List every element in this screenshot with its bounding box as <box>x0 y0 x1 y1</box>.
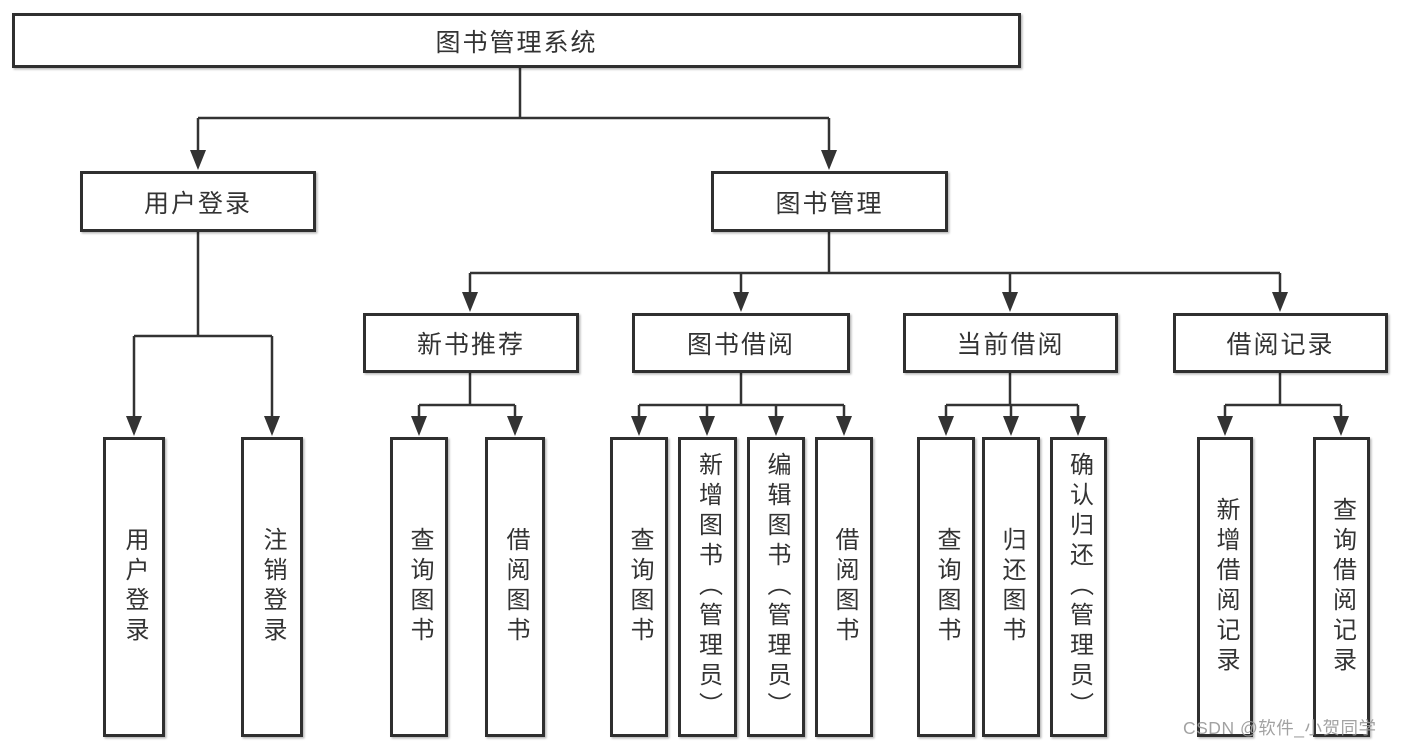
node-label: 图书管理 <box>775 189 884 218</box>
node-label: 图书借阅 <box>686 331 795 359</box>
leaf-label: 查询图书 <box>933 527 960 647</box>
node-label: 借阅记录 <box>1226 331 1335 359</box>
node-label: 新书推荐 <box>416 331 525 359</box>
node-user-login: 用户登录 <box>80 171 316 232</box>
leaf-label: 确认归还（管理员） <box>1065 452 1093 722</box>
leaf-query-books-recommend: 查询图书 <box>390 437 448 737</box>
leaf-label: 编辑图书（管理员） <box>763 452 790 722</box>
leaf-label: 查询图书 <box>626 527 653 647</box>
leaf-add-borrow-record: 新增借阅记录 <box>1197 437 1253 737</box>
leaf-label: 注销登录 <box>259 527 286 647</box>
leaf-logout: 注销登录 <box>241 437 303 737</box>
leaf-confirm-return-admin: 确认归还（管理员） <box>1050 437 1107 737</box>
arrowheads <box>126 150 1349 436</box>
leaf-label: 查询借阅记录 <box>1328 497 1356 677</box>
leaf-user-login: 用户登录 <box>103 437 165 737</box>
node-label: 用户登录 <box>143 189 252 218</box>
leaf-add-book-admin: 新增图书（管理员） <box>678 437 737 737</box>
leaf-label: 借阅图书 <box>831 527 858 647</box>
leaf-return-book: 归还图书 <box>982 437 1040 737</box>
leaf-query-books-current: 查询图书 <box>917 437 975 737</box>
leaf-label: 用户登录 <box>121 527 148 647</box>
leaf-borrow-books-borrowing: 借阅图书 <box>815 437 873 737</box>
node-root-library-management-system: 图书管理系统 <box>12 13 1021 68</box>
node-current-borrowing: 当前借阅 <box>903 313 1118 373</box>
leaf-borrow-books-recommend: 借阅图书 <box>485 437 545 737</box>
leaf-edit-book-admin: 编辑图书（管理员） <box>747 437 805 737</box>
leaf-query-borrow-record: 查询借阅记录 <box>1313 437 1370 737</box>
node-new-book-recommendation: 新书推荐 <box>363 313 579 373</box>
leaf-label: 查询图书 <box>406 527 433 647</box>
leaf-label: 归还图书 <box>998 527 1025 647</box>
leaf-label: 新增图书（管理员） <box>694 452 722 722</box>
node-label: 当前借阅 <box>956 331 1065 359</box>
leaf-label: 借阅图书 <box>502 527 529 647</box>
node-borrowing-records: 借阅记录 <box>1173 313 1388 373</box>
leaf-query-books-borrowing: 查询图书 <box>610 437 668 737</box>
leaf-label: 新增借阅记录 <box>1212 497 1239 677</box>
node-label: 图书管理系统 <box>435 28 598 57</box>
node-book-management: 图书管理 <box>711 171 948 232</box>
node-book-borrowing: 图书借阅 <box>632 313 850 373</box>
csdn-watermark: CSDN @软件_小贺同学 <box>1183 718 1377 738</box>
